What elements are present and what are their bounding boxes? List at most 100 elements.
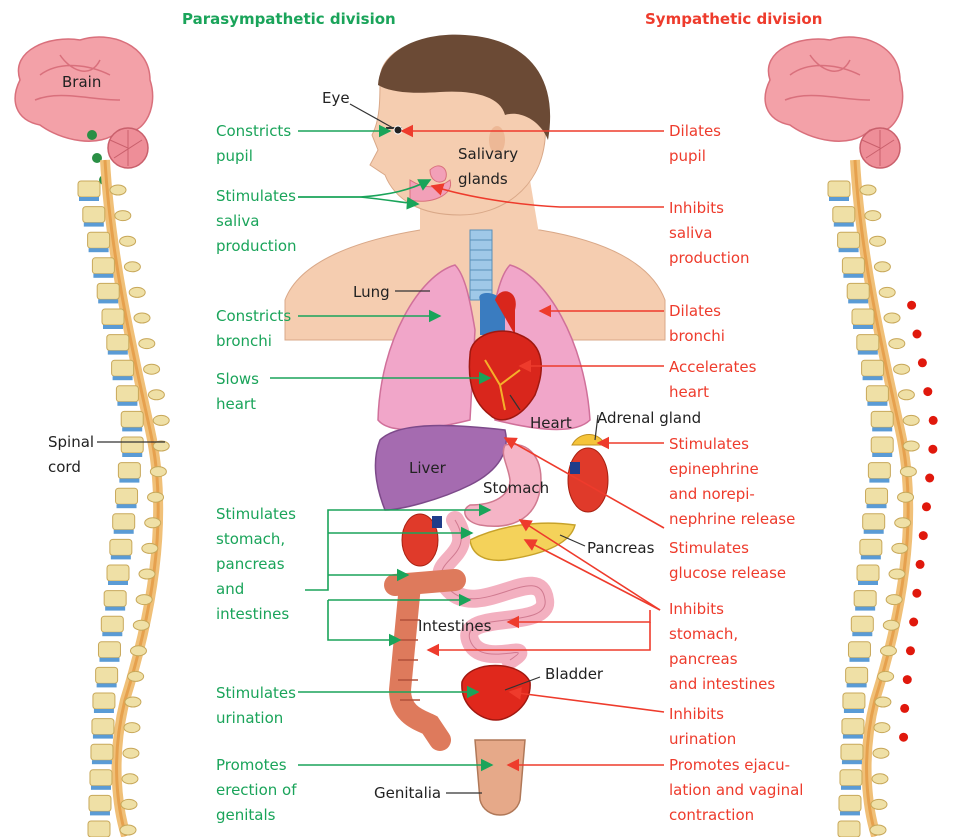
intervertebral-disc [111,555,131,559]
intervertebral-disc [117,402,137,406]
vertebra [828,181,850,197]
symp-effect-urination: Inhibits urination [669,702,736,752]
intervertebral-disc [858,351,878,355]
vertebra-process [148,492,164,502]
sympathetic-ganglion-dot [916,560,925,569]
vertebra [863,514,885,530]
sympathetic-ganglion-dot [919,531,928,540]
para-effect-saliva: Stimulates saliva production [216,184,297,259]
intervertebral-disc [872,453,892,457]
vertebra-process [115,211,131,221]
intervertebral-disc [98,299,118,303]
label-liver: Liver [409,456,446,481]
symp-effect-saliva: Inhibits saliva production [669,196,750,271]
trachea [470,230,492,300]
vertebra [113,514,135,530]
intervertebral-disc [867,402,887,406]
para-effect-genitals: Promotes erection of genitals [216,753,297,828]
vertebra-process [148,390,164,400]
vertebra-process [892,543,908,553]
intervertebral-disc [117,504,137,508]
vertebra [871,437,893,453]
vertebra-process [121,799,137,809]
intervertebral-disc [872,427,892,431]
vertebra-process [150,467,166,477]
vertebra-process [128,671,144,681]
vertebra-process [142,543,158,553]
vertebra [848,642,870,658]
vertebra-process [870,825,886,835]
vertebra [97,283,119,299]
vertebra-process [110,185,126,195]
label-spinal-cord: Spinal cord [48,430,94,480]
vertebra-process [884,313,900,323]
label-genitalia: Genitalia [374,781,441,806]
vertebra [98,642,120,658]
vertebra-process [903,441,919,451]
intervertebral-disc [839,248,859,252]
left-brain [15,37,152,168]
vertebra-process [898,492,914,502]
intervertebral-disc [102,632,122,636]
vertebra-process [895,518,911,528]
vertebra [91,744,113,760]
vertebra-process [870,236,886,246]
symp-effect-bronchi: Dilates bronchi [669,299,725,349]
vertebra [121,437,143,453]
intervertebral-disc [92,760,112,764]
vertebra [846,667,868,683]
vertebra [862,360,884,376]
vertebra [107,565,129,581]
label-salivary-glands: Salivary glands [458,142,518,192]
sympathetic-ganglion-dot [929,416,938,425]
intervertebral-disc [849,658,869,662]
intervertebral-disc [847,683,867,687]
vertebra [838,232,860,248]
vertebra [866,386,888,402]
vertebra-process [872,774,888,784]
vertebra-process [139,569,155,579]
para-effect-bronchi: Constricts bronchi [216,304,291,354]
vertebra-process [871,799,887,809]
sympathetic-ganglion-dot [909,618,918,627]
vertebra [854,591,876,607]
vertebra [842,719,864,735]
para-effect-digestion: Stimulates stomach, pancreas and intesti… [216,502,296,627]
vertebra [116,386,138,402]
intervertebral-disc [843,274,863,278]
intervertebral-disc [94,709,114,713]
vertebra [843,693,865,709]
intervertebral-disc [99,658,119,662]
sympathetic-ganglion-dot [903,675,912,684]
label-heart: Heart [530,411,572,436]
intervertebral-disc [858,581,878,585]
vertebra [92,258,114,274]
label-lung: Lung [353,280,390,305]
symp-effect-genitals: Promotes ejacu- lation and vaginal contr… [669,753,803,828]
intervertebral-disc [867,504,887,508]
vertebra-process [120,825,136,835]
intervertebral-disc [93,735,113,739]
vertebra-process [144,364,160,374]
vertebra [112,360,134,376]
vertebra-process [129,287,145,297]
intervertebral-disc [122,453,142,457]
vertebra [88,232,110,248]
intervertebral-disc [829,197,849,201]
label-adrenal-gland: Adrenal gland [597,406,701,431]
vertebra-process [153,415,169,425]
vertebra [847,283,869,299]
vertebra [116,488,138,504]
vertebra [104,591,126,607]
vertebra [121,411,143,427]
vertebra [841,744,863,760]
vertebra [868,463,890,479]
sympathetic-ganglion-dot [899,733,908,742]
para-effect-pupil: Constricts pupil [216,119,291,169]
vertebra [110,539,132,555]
vertebra-process [875,697,891,707]
vertebra-process [894,364,910,374]
para-effect-heart: Slows heart [216,367,259,417]
intervertebral-disc [89,248,109,252]
vertebra-process [900,467,916,477]
